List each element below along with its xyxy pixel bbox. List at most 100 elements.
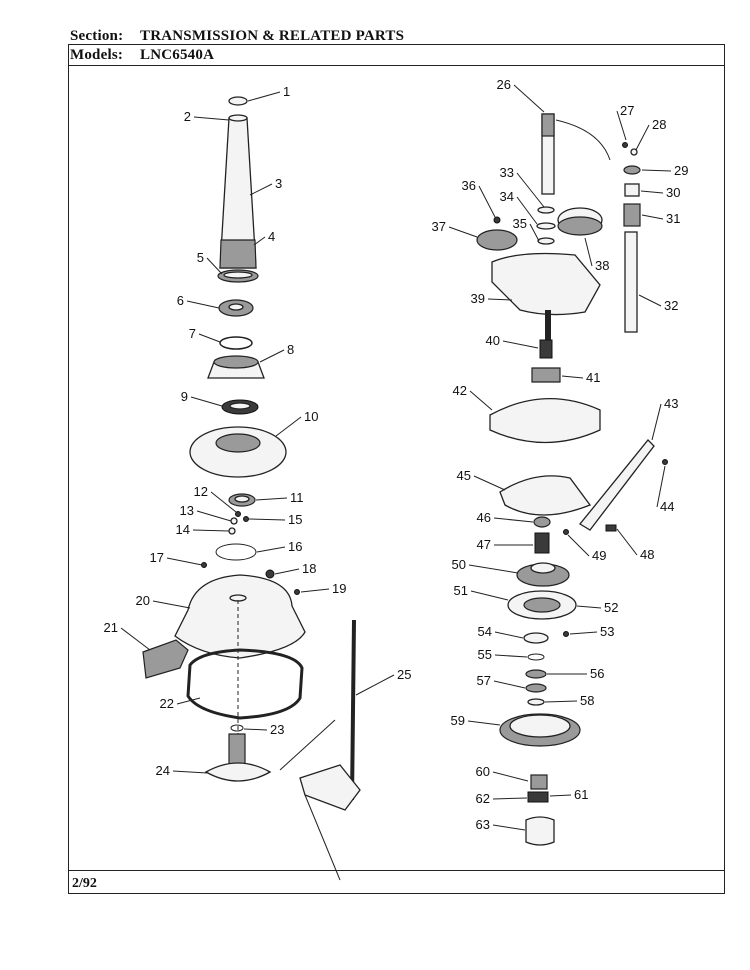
callout-layer: 1234567891011121314151617181920212223242…: [104, 77, 689, 832]
callout-label-9: 9: [181, 389, 188, 404]
part-25-lever: [299, 764, 361, 811]
callout-label-14: 14: [176, 522, 190, 537]
callout-leader-57: [493, 680, 526, 689]
part-7-o-ring: [219, 336, 253, 350]
callout-label-49: 49: [592, 548, 606, 563]
callout-label-46: 46: [477, 510, 491, 525]
callout-label-62: 62: [476, 791, 490, 806]
models-label: Models:: [70, 47, 124, 63]
callout-leader-6: [186, 300, 220, 309]
callout-label-11: 11: [290, 490, 304, 505]
part-24-spring: [228, 733, 246, 765]
callout-leader-36: [478, 185, 496, 218]
callout-leader-48: [616, 528, 638, 556]
callout-label-31: 31: [666, 211, 680, 226]
callout-leader-18: [274, 568, 300, 575]
callout-leader-30: [640, 190, 664, 194]
callout-label-2: 2: [184, 109, 191, 124]
callout-label-18: 18: [302, 561, 316, 576]
footer-date: 2/92: [72, 876, 97, 891]
callout-leader-19: [300, 588, 330, 593]
callout-label-26: 26: [497, 77, 511, 92]
callout-label-29: 29: [674, 163, 688, 178]
callout-leader-1: [247, 91, 281, 102]
part-16-gasket: [215, 543, 257, 561]
part-39-gear-housing: [491, 252, 601, 316]
callout-label-40: 40: [486, 333, 500, 348]
callout-label-5: 5: [197, 250, 204, 265]
callout-label-56: 56: [590, 666, 604, 681]
callout-leader-60: [492, 771, 529, 782]
part-31-gear: [623, 203, 641, 227]
section-title: TRANSMISSION & RELATED PARTS: [140, 28, 405, 44]
callout-leader-32: [638, 294, 662, 307]
part-20-housing-cover: [174, 574, 306, 659]
callout-label-28: 28: [652, 117, 666, 132]
callout-label-47: 47: [477, 537, 491, 552]
callout-leader-21: [120, 627, 151, 651]
callout-label-13: 13: [180, 503, 194, 518]
callout-label-51: 51: [454, 583, 468, 598]
callout-leader-58: [544, 700, 578, 703]
callout-leader-15: [248, 518, 286, 521]
frame-header-divider: [69, 65, 724, 66]
callout-leader-35: [529, 223, 540, 242]
callout-leader-7: [198, 333, 221, 343]
callout-label-43: 43: [664, 396, 678, 411]
callout-label-45: 45: [457, 468, 471, 483]
part-40-spring: [539, 339, 553, 359]
section-label: Section:: [70, 28, 124, 44]
callout-label-55: 55: [478, 647, 492, 662]
callout-leader-46: [493, 517, 534, 523]
callout-leader-54: [494, 631, 524, 639]
callout-leader-27: [616, 110, 627, 141]
callout-label-36: 36: [462, 178, 476, 193]
callout-label-38: 38: [595, 258, 609, 273]
callout-label-39: 39: [471, 291, 485, 306]
callout-leader-28: [635, 124, 650, 151]
part-4-tube-base: [219, 239, 257, 269]
callout-leader-52: [576, 605, 602, 609]
callout-label-30: 30: [666, 185, 680, 200]
callout-label-16: 16: [288, 539, 302, 554]
callout-leader-25: [355, 674, 395, 696]
callout-leader-16: [256, 546, 286, 553]
callout-label-61: 61: [574, 787, 588, 802]
callout-leader-53: [569, 631, 598, 635]
callout-label-8: 8: [287, 342, 294, 357]
callout-leader-20: [152, 600, 191, 609]
callout-label-23: 23: [270, 722, 284, 737]
callout-label-60: 60: [476, 764, 490, 779]
callout-label-53: 53: [600, 624, 614, 639]
callout-label-63: 63: [476, 817, 490, 832]
part-1-ring: [228, 96, 248, 106]
callout-leader-24: [172, 770, 208, 774]
part-23-ring: [230, 724, 244, 732]
part-25-shaft: [350, 619, 356, 801]
callout-leader-34: [516, 196, 538, 225]
callout-leader-10: [275, 416, 302, 437]
callout-label-12: 12: [194, 484, 208, 499]
callout-label-50: 50: [452, 557, 466, 572]
callout-leader-33: [516, 172, 545, 208]
callout-label-33: 33: [500, 165, 514, 180]
callout-label-10: 10: [304, 409, 318, 424]
callout-label-32: 32: [664, 298, 678, 313]
callout-label-19: 19: [332, 581, 346, 596]
callout-leader-37: [448, 226, 478, 238]
callout-label-48: 48: [640, 547, 654, 562]
part-30-bushing: [624, 183, 640, 197]
callout-label-42: 42: [453, 383, 467, 398]
callout-leader-50: [468, 564, 519, 574]
callout-leader-51: [470, 590, 509, 601]
callout-leader-3: [249, 183, 273, 196]
callout-leader-55: [494, 654, 528, 658]
callout-leader-2: [193, 116, 230, 121]
callout-leader-44: [656, 465, 666, 508]
section-row: Section: TRANSMISSION & RELATED PARTS: [70, 28, 404, 45]
callout-leader-38: [584, 237, 593, 267]
callout-leader-13: [196, 510, 232, 522]
part-45-shield: [499, 475, 592, 516]
part-21-bracket: [142, 639, 189, 679]
callout-label-58: 58: [580, 693, 594, 708]
